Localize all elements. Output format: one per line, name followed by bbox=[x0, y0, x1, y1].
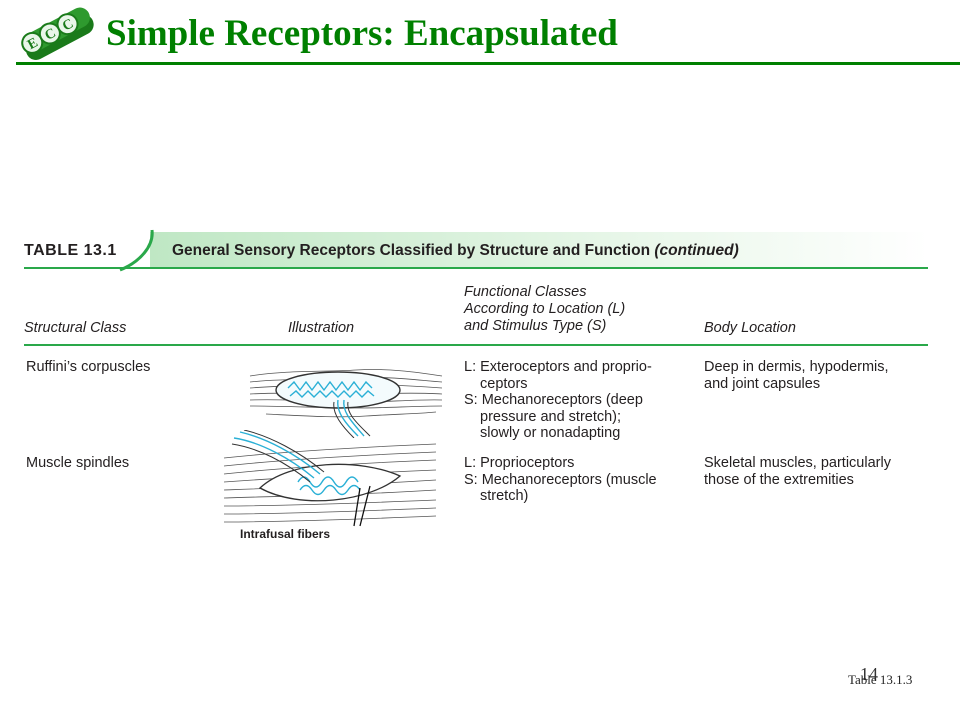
header-line: Functional Classes bbox=[464, 284, 587, 300]
functional-line: pressure and stretch); bbox=[480, 408, 622, 425]
functional-line: L: Proprioceptors bbox=[464, 455, 575, 471]
body-location-line: Deep in dermis, hypodermis, bbox=[704, 359, 889, 375]
header-line: and Stimulus Type (S) bbox=[464, 318, 607, 334]
caption-rule bbox=[24, 267, 928, 269]
header-functional-classes: Functional Classes According to Location… bbox=[464, 284, 625, 335]
ecc-logo-icon: E C C bbox=[21, 7, 94, 60]
functional-line: stretch) bbox=[480, 488, 529, 504]
table-label: TABLE 13.1 bbox=[24, 242, 117, 259]
row-spindle-body-location: Skeletal muscles, particularly those of … bbox=[704, 455, 891, 488]
functional-line: S: Mechanoreceptors (deep bbox=[464, 392, 643, 408]
swoosh-icon bbox=[119, 229, 154, 272]
caption-band bbox=[150, 232, 928, 268]
page-title: Simple Receptors: Encapsulated bbox=[106, 13, 618, 54]
header-line: According to Location (L) bbox=[464, 301, 626, 317]
muscle-spindle-icon bbox=[223, 430, 437, 527]
page-number: 14 bbox=[860, 664, 878, 684]
functional-line: slowly or nonadapting bbox=[480, 425, 621, 441]
functional-line: L: Exteroceptors and proprio- bbox=[464, 359, 652, 375]
row-ruffini-body-location: Deep in dermis, hypodermis, and joint ca… bbox=[704, 359, 889, 392]
body-location-line: those of the extremities bbox=[704, 471, 854, 488]
caption-main: General Sensory Receptors Classified by … bbox=[172, 242, 651, 259]
row-spindle-functional: L: Proprioceptors S: Mechanoreceptors (m… bbox=[464, 455, 657, 505]
functional-line: ceptors bbox=[480, 375, 528, 392]
table-reference: Table 13.1.3 bbox=[848, 672, 913, 687]
ruffini-corpuscle-icon bbox=[249, 369, 443, 438]
row-spindle-structural-class: Muscle spindles bbox=[26, 455, 130, 471]
intrafusal-fibers-label: Intrafusal fibers bbox=[240, 527, 331, 541]
row-ruffini-functional: L: Exteroceptors and proprio- ceptors S:… bbox=[464, 359, 652, 442]
row-ruffini-structural-class: Ruffini’s corpuscles bbox=[26, 359, 151, 375]
header-illustration: Illustration bbox=[288, 320, 355, 336]
header-rule bbox=[24, 344, 928, 346]
header-structural-class: Structural Class bbox=[24, 320, 127, 336]
body-location-line: Skeletal muscles, particularly bbox=[704, 455, 891, 471]
table-figure: TABLE 13.1 General Sensory Receptors Cla… bbox=[0, 220, 960, 560]
table-caption: General Sensory Receptors Classified by … bbox=[172, 242, 739, 260]
functional-line: S: Mechanoreceptors (muscle bbox=[464, 471, 657, 488]
caption-suffix: (continued) bbox=[654, 242, 739, 259]
header-body-location: Body Location bbox=[704, 320, 796, 336]
title-rule bbox=[16, 62, 960, 65]
body-location-line: and joint capsules bbox=[704, 375, 821, 392]
